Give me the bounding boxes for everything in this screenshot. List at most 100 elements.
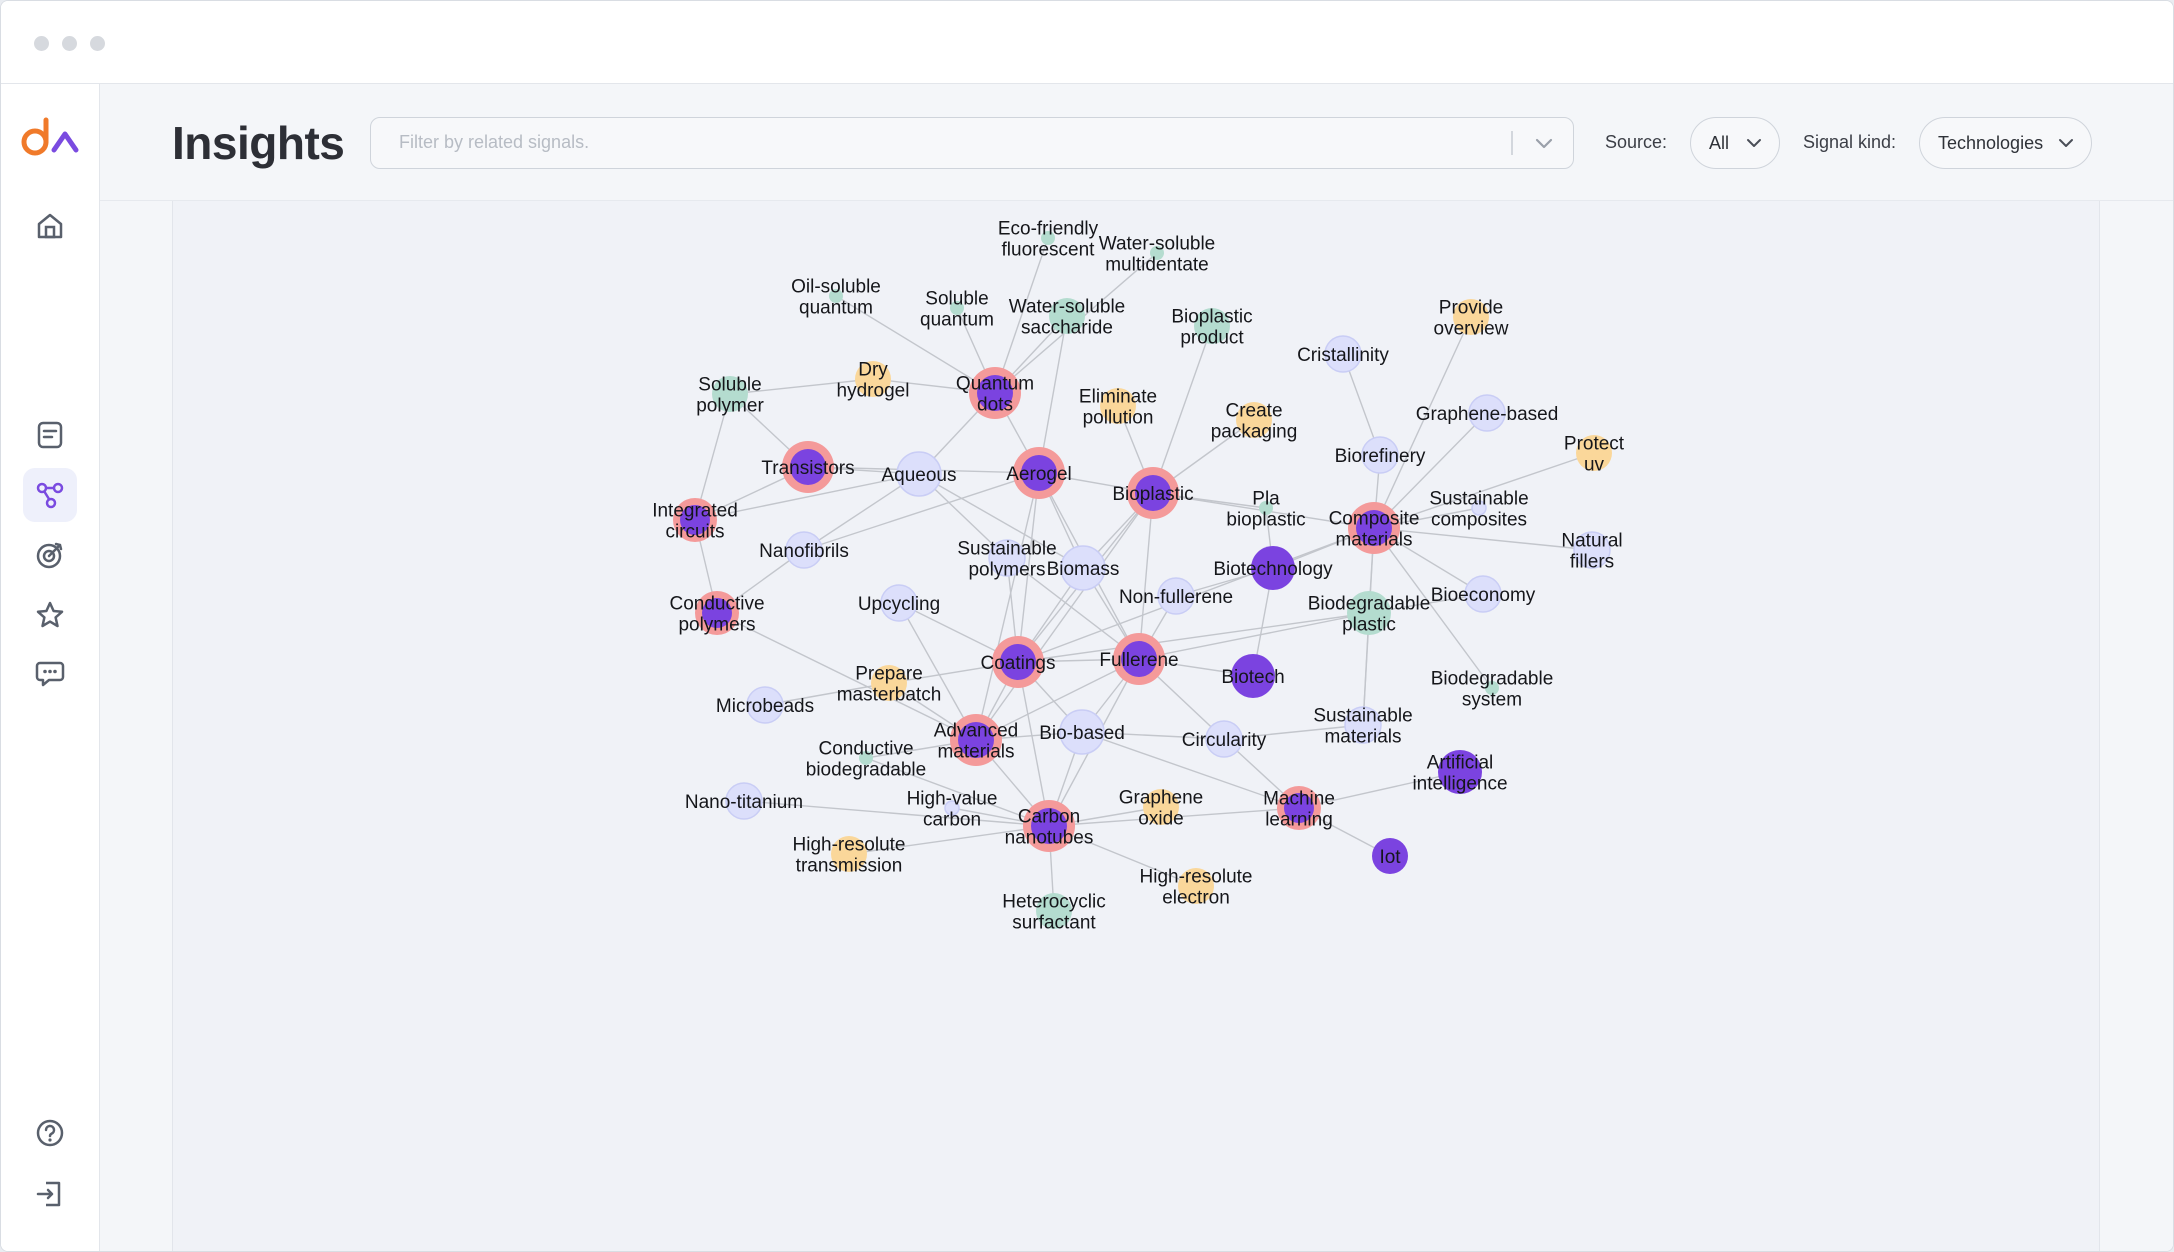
signal-filter[interactable] — [370, 117, 1574, 169]
sidebar-item-help[interactable] — [23, 1106, 77, 1160]
graph-node-biorefinery[interactable]: Biorefinery — [1335, 436, 1426, 474]
node-label: Iot — [1379, 847, 1401, 868]
sidebar-item-targets[interactable] — [23, 528, 77, 582]
graph-edge — [694, 473, 920, 521]
node-label: Water-soluble — [1009, 297, 1126, 318]
sidebar-item-logout[interactable] — [23, 1167, 77, 1221]
node-circle — [859, 751, 873, 765]
graph-node-transistors[interactable]: Transistors — [761, 441, 855, 493]
sidebar-item-chat[interactable] — [23, 647, 77, 701]
brand-logo[interactable] — [18, 112, 82, 162]
signal-filter-input[interactable] — [399, 118, 1479, 167]
window-close-dot[interactable] — [34, 36, 49, 51]
graph-edge — [803, 472, 1040, 551]
logout-icon — [36, 1181, 61, 1207]
graph-node-biobased[interactable]: Bio-based — [1039, 709, 1125, 755]
node-label: saccharide — [1021, 318, 1113, 339]
home-icon — [37, 213, 63, 239]
graph-node-biotechnology[interactable]: Biotechnology — [1213, 546, 1333, 590]
graph-node-upcyc[interactable]: Upcycling — [858, 584, 940, 622]
graph-node-aerogel[interactable]: Aerogel — [1006, 447, 1072, 499]
graph-edge — [1138, 492, 1154, 660]
graph-node-nanofib[interactable]: Nanofibrils — [759, 531, 849, 569]
sidebar-item-home[interactable] — [23, 199, 77, 253]
sidebar-item-insights[interactable] — [23, 468, 77, 522]
graph-node-biotech[interactable]: Biotech — [1221, 654, 1285, 698]
node-label: polymers — [678, 615, 755, 636]
sidebar-item-reports[interactable] — [23, 408, 77, 462]
window-titlebar — [1, 1, 2173, 84]
graph-node-coatings[interactable]: Coatings — [981, 636, 1056, 688]
node-circle — [829, 289, 843, 303]
graph-node-cryst[interactable]: Cristallinity — [1297, 335, 1389, 373]
node-circle — [1143, 789, 1179, 825]
graph-edge — [975, 492, 1154, 741]
node-circle — [680, 505, 710, 535]
graph-node-iot[interactable]: Iot — [1372, 838, 1408, 874]
graph-node-circularity[interactable]: Circularity — [1182, 720, 1267, 758]
graph-node-bioplastic[interactable]: Bioplastic — [1112, 467, 1194, 519]
graph-node-nanoti[interactable]: Nano-titanium — [685, 782, 803, 820]
node-label: Sustainable — [1429, 489, 1528, 510]
node-circle — [1324, 335, 1362, 373]
window-minimize-dot[interactable] — [62, 36, 77, 51]
node-label: oxide — [1138, 809, 1183, 830]
graph-node-bioeco[interactable]: Bioeconomy — [1431, 575, 1536, 613]
graph-node-fullerene[interactable]: Fullerene — [1099, 633, 1179, 685]
graph-node-nonful[interactable]: Non-fullerene — [1119, 577, 1233, 615]
node-label: Graphene-based — [1416, 404, 1559, 425]
node-label: Bioplastic — [1112, 484, 1193, 505]
chevron-down-icon[interactable] — [1533, 132, 1555, 154]
graph-node-aqueous[interactable]: Aqueous — [881, 451, 957, 497]
node-label: uv — [1584, 455, 1605, 476]
graph-edge — [865, 757, 1050, 827]
window-maximize-dot[interactable] — [90, 36, 105, 51]
source-label: Source: — [1605, 132, 1668, 152]
graph-node-grb[interactable]: Graphene-based — [1416, 394, 1559, 432]
graph-node-biomass[interactable]: Biomass — [1047, 545, 1120, 591]
node-label: Biodegradable — [1308, 594, 1431, 615]
chevron-down-icon — [1747, 139, 1761, 147]
sidebar-item-favorites[interactable] — [23, 588, 77, 642]
source-select[interactable]: All — [1690, 117, 1780, 169]
signal-kind-select[interactable]: Technologies — [1919, 117, 2092, 169]
graph-node-microbeads[interactable]: Microbeads — [716, 686, 814, 724]
